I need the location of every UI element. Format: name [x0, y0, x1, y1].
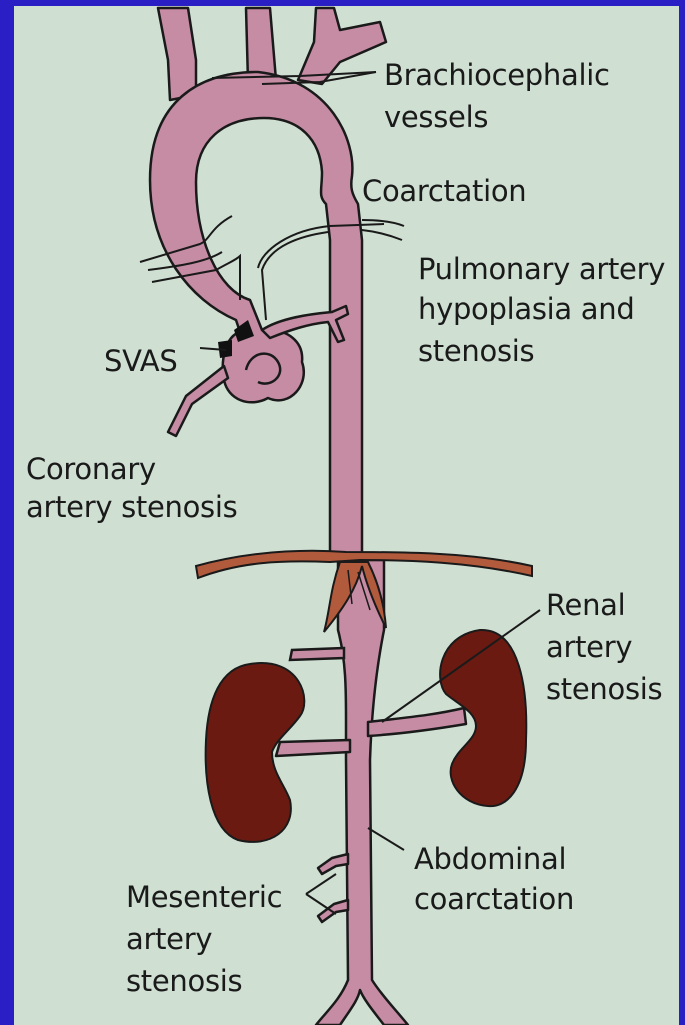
label-abdominal-1: Abdominal: [414, 840, 566, 878]
label-coronary-1: Coronary: [26, 450, 156, 488]
celiac-branch: [290, 648, 344, 660]
label-mesenteric-2: artery: [126, 920, 212, 958]
label-mesenteric-3: stenosis: [126, 962, 242, 1000]
pulmonary-arteries: [262, 306, 348, 342]
label-brachiocephalic: Brachiocephalic: [384, 56, 610, 94]
label-pulmonary-2: hypoplasia and: [418, 290, 634, 328]
label-renal-2: artery: [546, 628, 632, 666]
label-coarctation: Coarctation: [362, 172, 526, 210]
diagram-slide: Brachiocephalic vessels Coarctation Pulm…: [14, 6, 679, 1025]
label-abdominal-2: coarctation: [414, 880, 574, 918]
label-pulmonary-3: stenosis: [418, 332, 534, 370]
label-vessels: vessels: [384, 98, 488, 136]
label-svas: SVAS: [104, 342, 177, 380]
label-mesenteric-1: Mesenteric: [126, 878, 282, 916]
label-pulmonary-1: Pulmonary artery: [418, 250, 665, 288]
label-renal-3: stenosis: [546, 670, 662, 708]
label-coronary-2: artery stenosis: [26, 488, 237, 526]
label-renal-1: Renal: [546, 586, 625, 624]
